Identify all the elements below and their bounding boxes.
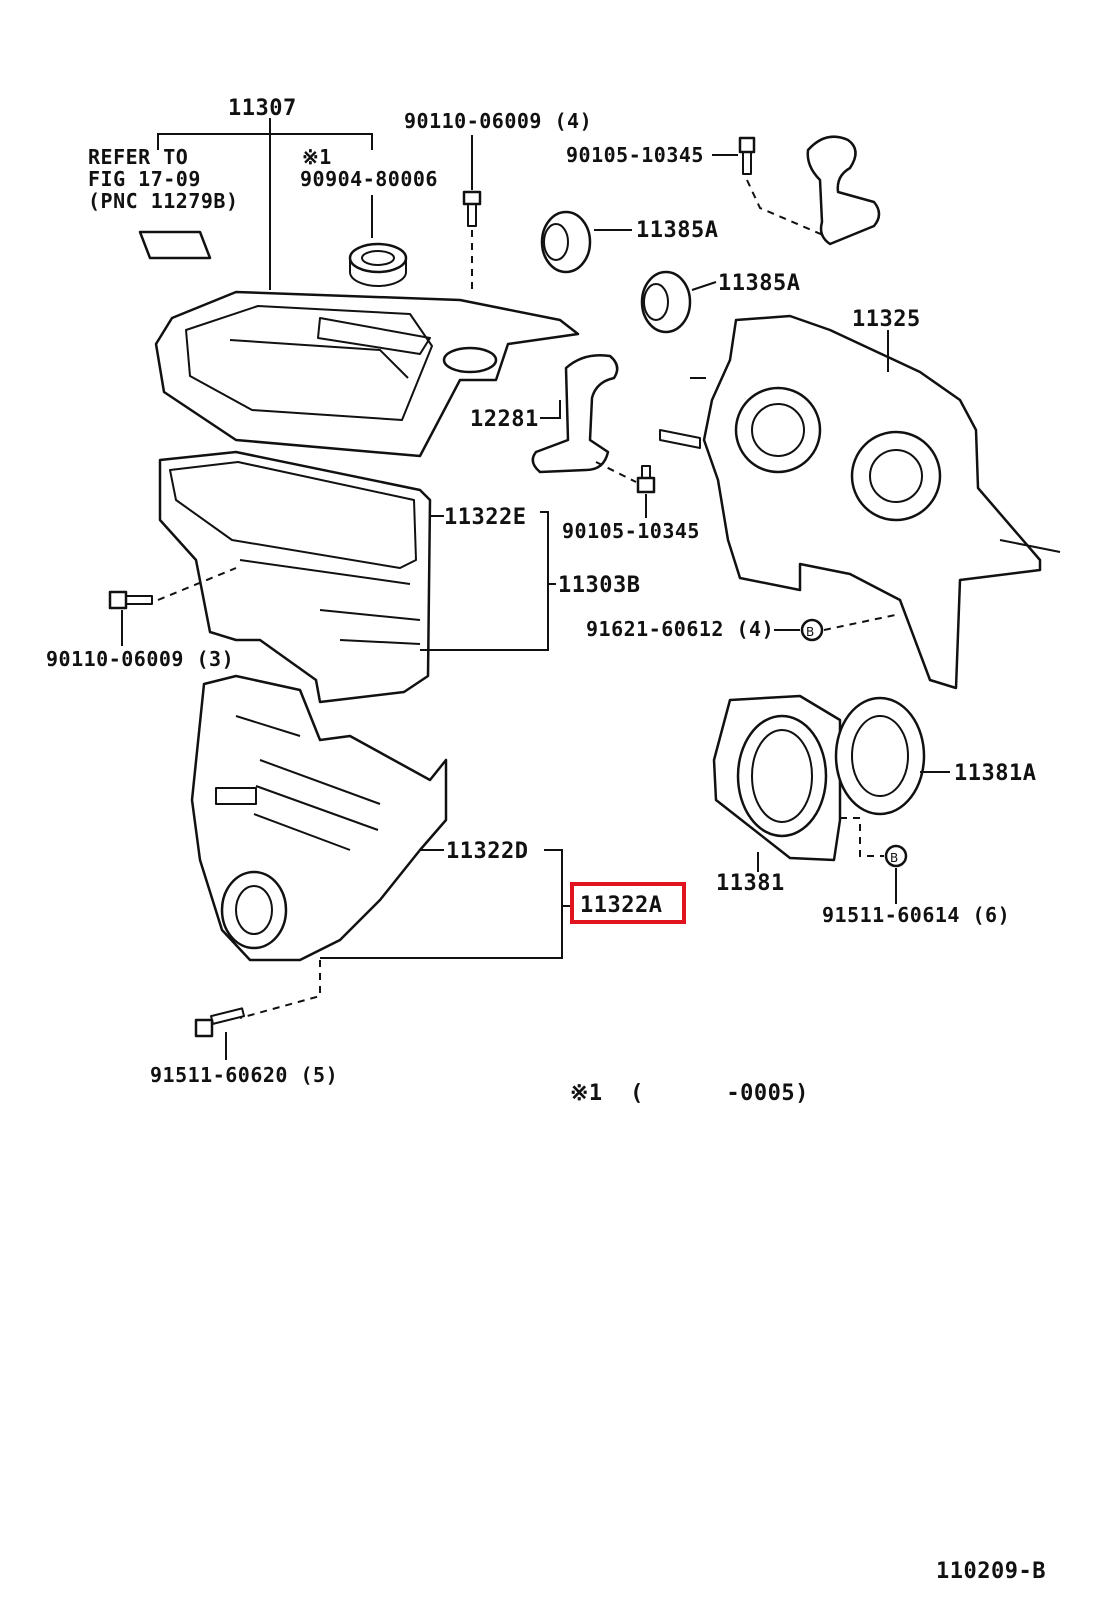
oil-seal-icon bbox=[540, 210, 592, 274]
dash-91511-bottom bbox=[239, 960, 321, 1019]
label-11322d[interactable]: 11322D bbox=[446, 839, 528, 864]
label-11381[interactable]: 11381 bbox=[716, 871, 785, 896]
label-11322a-highlighted[interactable]: 11322A bbox=[570, 882, 686, 924]
oil-seal-11381a bbox=[834, 696, 926, 816]
engine-hanger-bracket bbox=[806, 135, 881, 246]
bolt-icon bbox=[738, 136, 756, 175]
timing-cover-lower bbox=[190, 674, 448, 962]
engine-cover-11307 bbox=[154, 290, 580, 458]
refer-line-3: (PNC 11279B) bbox=[88, 189, 239, 213]
label-90904-80006[interactable]: 90904-80006 bbox=[300, 167, 438, 191]
label-11381a[interactable]: 11381A bbox=[954, 761, 1036, 786]
bracket-11322a bbox=[320, 849, 563, 959]
label-11322a[interactable]: 11322A bbox=[580, 893, 662, 918]
label-12281[interactable]: 12281 bbox=[470, 407, 539, 432]
dash-90105-mid bbox=[595, 461, 637, 483]
leader-12281 bbox=[540, 400, 561, 419]
highlight-box bbox=[570, 882, 686, 924]
bracket-11303b bbox=[420, 511, 549, 651]
label-90110-06009-4[interactable]: 90110-06009 (4) bbox=[404, 109, 592, 133]
label-11325[interactable]: 11325 bbox=[852, 307, 921, 332]
dash-91511-right bbox=[840, 817, 884, 857]
oil-seal-icon bbox=[348, 242, 408, 287]
label-11385a-1[interactable]: 11385A bbox=[636, 218, 718, 243]
bolt-icon bbox=[108, 590, 153, 610]
refer-line-1: REFER TO bbox=[88, 145, 188, 169]
label-11307[interactable]: 11307 bbox=[228, 96, 297, 121]
label-91511-60614-6[interactable]: 91511-60614 (6) bbox=[822, 903, 1010, 927]
svg-text:B: B bbox=[890, 851, 898, 865]
leader-11307-bracket bbox=[157, 133, 373, 150]
oil-seal-icon bbox=[640, 270, 692, 334]
label-91621-60612-4[interactable]: 91621-60612 (4) bbox=[586, 617, 774, 641]
footnote: ※1 ( -0005) bbox=[570, 1081, 809, 1106]
nut-icon: B bbox=[800, 618, 824, 642]
nut-icon: B bbox=[884, 844, 908, 868]
svg-text:B: B bbox=[806, 625, 814, 639]
oil-seal-retainer-11381 bbox=[712, 694, 842, 862]
dash-90110-left bbox=[157, 567, 237, 601]
label-11322e[interactable]: 11322E bbox=[444, 505, 526, 530]
label-90105-10345-mid[interactable]: 90105-10345 bbox=[562, 519, 700, 543]
svg-text:11307: 11307 bbox=[228, 96, 297, 121]
timing-cover-upper-11303b bbox=[158, 450, 432, 704]
bolt-icon bbox=[462, 190, 482, 227]
label-11385a-2[interactable]: 11385A bbox=[718, 271, 800, 296]
figure-code: 110209-B bbox=[936, 1559, 1046, 1584]
label-90105-10345-top[interactable]: 90105-10345 bbox=[566, 143, 704, 167]
dash-90105-top bbox=[746, 179, 831, 239]
note1-mark: ※1 bbox=[302, 145, 332, 169]
refer-line-2: FIG 17-09 bbox=[88, 167, 201, 191]
bolt-icon bbox=[194, 1007, 246, 1038]
label-91511-60620-5[interactable]: 91511-60620 (5) bbox=[150, 1063, 338, 1087]
bracket-12281 bbox=[531, 354, 619, 474]
label-90110-06009-3[interactable]: 90110-06009 (3) bbox=[46, 647, 234, 671]
bolt-icon bbox=[636, 465, 656, 494]
label-11303b[interactable]: 11303B bbox=[558, 573, 640, 598]
gasket-icon bbox=[138, 230, 212, 260]
engine-plate-11325 bbox=[659, 314, 1061, 690]
dash-91621 bbox=[823, 613, 901, 631]
leader-11385a-2 bbox=[691, 281, 717, 291]
